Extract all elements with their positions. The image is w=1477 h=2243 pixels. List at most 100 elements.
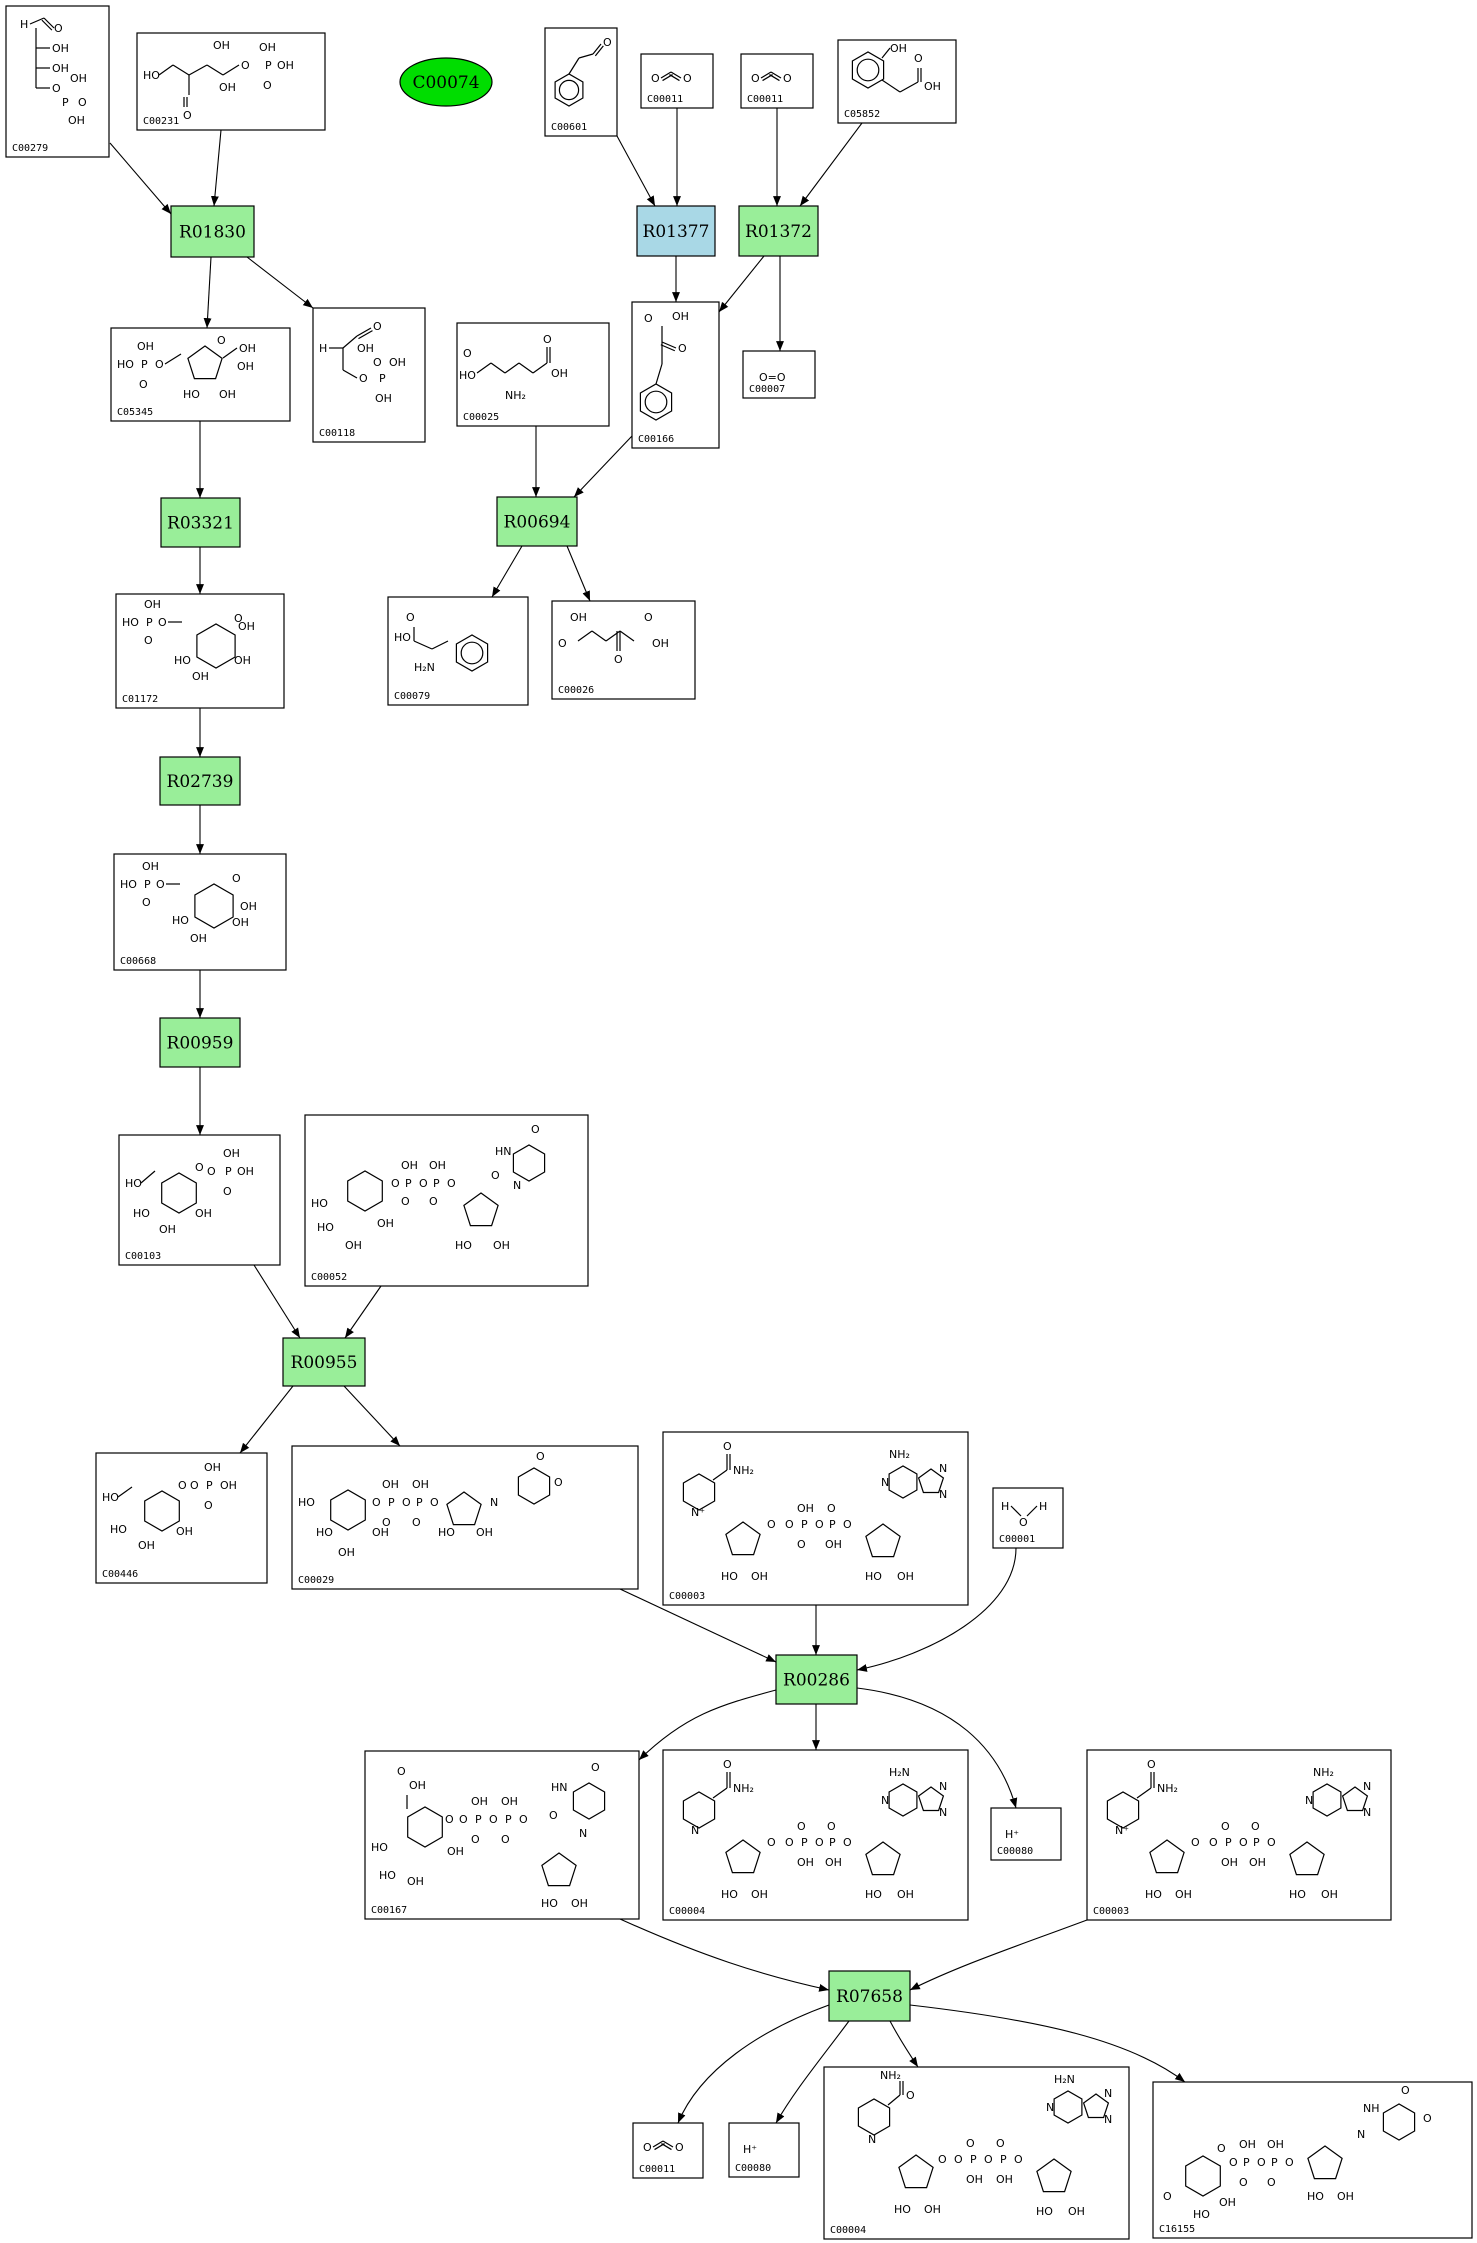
reaction-node-r01377[interactable]: R01377: [636, 205, 716, 257]
reaction-node-r03321[interactable]: R03321: [160, 497, 241, 548]
svg-text:O: O: [651, 72, 660, 85]
svg-text:O: O: [984, 2153, 993, 2166]
svg-text:N: N: [1104, 2113, 1112, 2126]
reaction-node-r00694[interactable]: R00694: [496, 496, 578, 547]
compound-box: [662, 1431, 969, 1606]
reaction-node-r00955[interactable]: R00955: [282, 1337, 366, 1387]
compound-box: [95, 1452, 268, 1584]
svg-text:HO: HO: [120, 878, 137, 891]
svg-text:OH: OH: [204, 1461, 221, 1474]
svg-text:OH: OH: [924, 80, 941, 93]
reaction-id-label: R07658: [836, 1987, 903, 2007]
highlighted-compound[interactable]: C00074: [399, 57, 493, 107]
svg-text:O: O: [906, 2089, 915, 2102]
svg-text:OH: OH: [551, 367, 568, 380]
svg-text:O: O: [1257, 2156, 1266, 2169]
svg-text:O: O: [966, 2137, 975, 2150]
reaction-node-r01830[interactable]: R01830: [170, 205, 255, 258]
svg-text:H: H: [319, 342, 327, 355]
svg-text:O: O: [156, 878, 165, 891]
svg-text:OH: OH: [570, 611, 587, 624]
compound-node-c00080b[interactable]: H⁺C00080: [728, 2122, 800, 2178]
svg-text:O: O: [783, 72, 792, 85]
svg-text:HO: HO: [117, 358, 134, 371]
svg-text:N: N: [939, 1488, 947, 1501]
svg-text:HO: HO: [311, 1197, 328, 1210]
svg-text:OH: OH: [1221, 1856, 1238, 1869]
compound-box: [387, 596, 529, 706]
svg-text:N: N: [881, 1476, 889, 1489]
svg-text:O: O: [489, 1813, 498, 1826]
svg-text:OH: OH: [70, 72, 87, 85]
svg-text:O: O: [797, 1820, 806, 1833]
svg-text:O: O: [675, 2141, 684, 2154]
svg-text:HO: HO: [172, 914, 189, 927]
svg-text:O: O: [938, 2153, 947, 2166]
compound-id-label: C00103: [125, 1251, 161, 1262]
svg-text:O: O: [223, 1185, 232, 1198]
reaction-id-label: R02739: [167, 772, 234, 792]
edge-c00003b-to-r07658: [909, 1919, 1088, 1991]
svg-text:P: P: [970, 2153, 977, 2166]
svg-text:H₂N: H₂N: [1054, 2073, 1075, 2086]
compound-id-label: C00446: [102, 1569, 138, 1580]
edge-r00694-to-c00079: [491, 545, 523, 598]
reaction-node-r07658[interactable]: R07658: [828, 1970, 911, 2022]
svg-text:O: O: [751, 72, 760, 85]
svg-text:NH₂: NH₂: [889, 1448, 910, 1461]
reaction-node-r02739[interactable]: R02739: [159, 756, 241, 806]
compound-id-label: C00011: [639, 2164, 675, 2175]
compound-node-c00080a[interactable]: H⁺C00080: [990, 1807, 1062, 1861]
compound-id-label: C00011: [747, 94, 783, 105]
reaction-box: [282, 1337, 366, 1387]
svg-text:OH: OH: [220, 1479, 237, 1492]
compound-id-label: C16155: [1159, 2224, 1195, 2235]
svg-text:O: O: [723, 1440, 732, 1453]
svg-text:O: O: [471, 1833, 480, 1846]
compound-box: [740, 53, 814, 109]
svg-text:OH: OH: [137, 340, 154, 353]
compound-box: [136, 32, 326, 131]
reaction-node-r01372[interactable]: R01372: [738, 205, 819, 257]
svg-text:N: N: [939, 1780, 947, 1793]
svg-text:NH₂: NH₂: [1157, 1782, 1178, 1795]
reaction-node-r00959[interactable]: R00959: [159, 1017, 241, 1068]
svg-text:O: O: [402, 1496, 411, 1509]
compound-id-label: C00003: [669, 1591, 705, 1602]
reaction-node-r00286[interactable]: R00286: [775, 1654, 858, 1705]
reaction-box: [159, 1017, 241, 1068]
reaction-box: [159, 756, 241, 806]
